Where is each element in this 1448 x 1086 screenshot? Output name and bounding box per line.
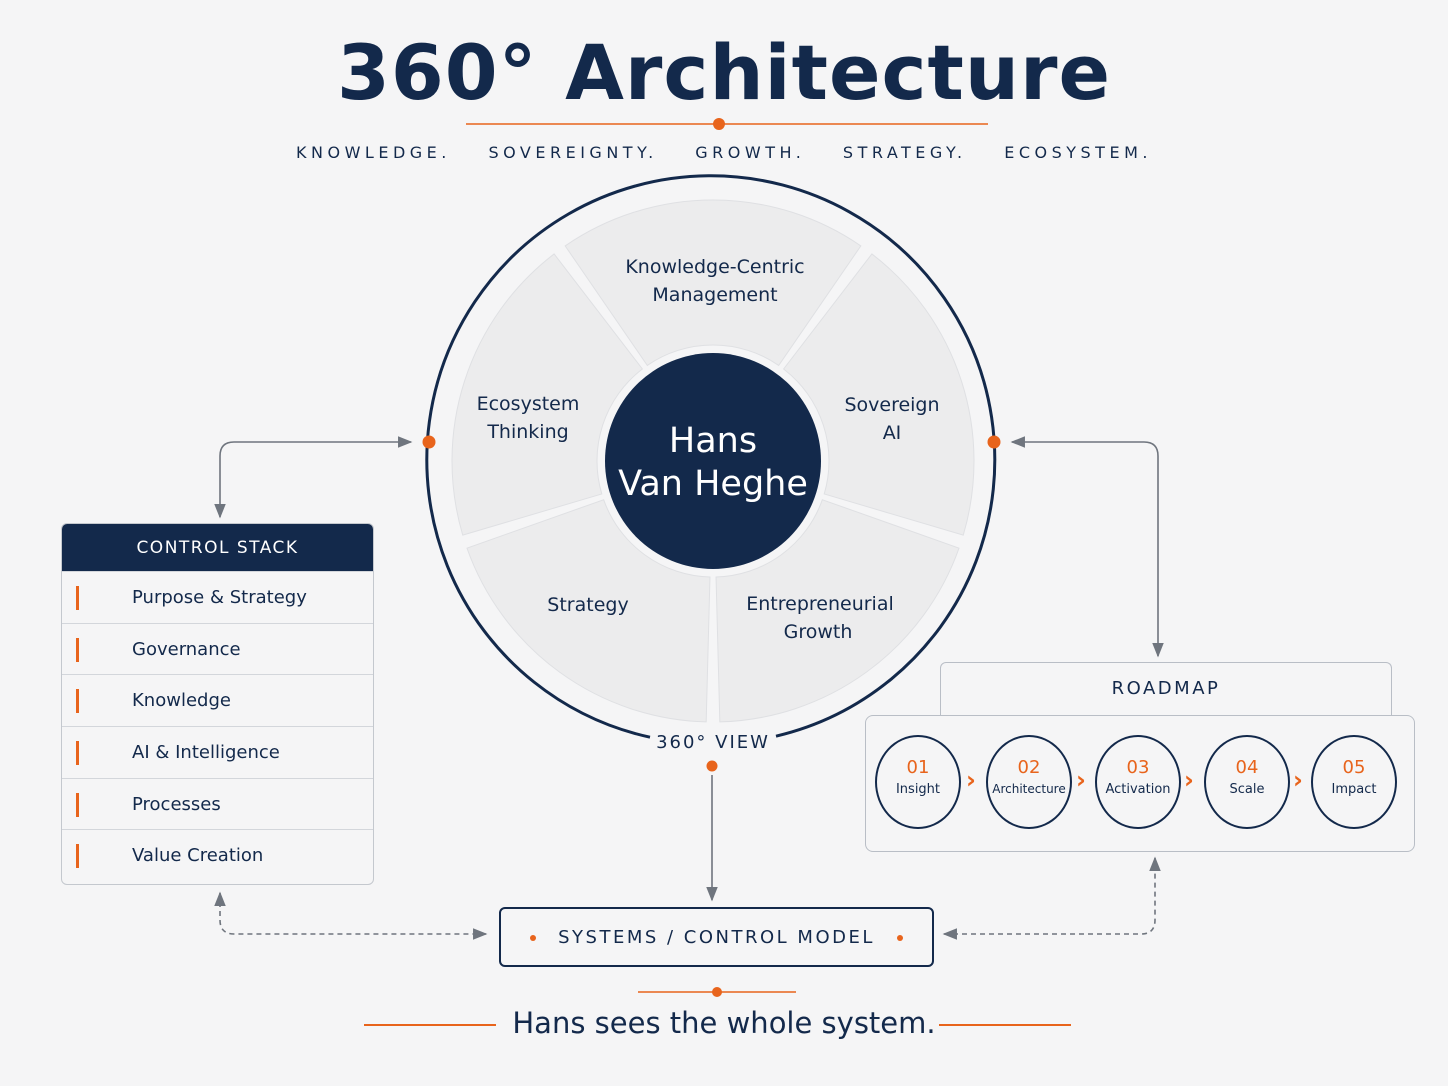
pillar-ecosystem: ECOSYSTEM.: [1004, 143, 1152, 162]
ring-dot-right: [987, 435, 1001, 449]
segment-label-strategy: Strategy: [547, 594, 628, 616]
connector-systems-to-roadmap: [942, 856, 1161, 940]
bullet-dot: [896, 935, 903, 941]
roadmap-panel: 01 Insight › 02 Architecture › 03 Activa…: [865, 715, 1415, 852]
chevron-right-icon: ›: [1076, 766, 1086, 794]
step-label: Architecture: [992, 782, 1066, 796]
control-stack-item-label: Purpose & Strategy: [132, 586, 307, 608]
control-stack-item: Value Creation: [62, 829, 373, 881]
wheel-segments: [451, 199, 975, 723]
control-stack-item: Processes: [62, 777, 373, 830]
step-label: Impact: [1331, 782, 1377, 797]
connector-control-stack-to-systems: [214, 891, 488, 940]
control-stack-item-label: Value Creation: [132, 845, 264, 867]
step-number: 03: [1126, 757, 1150, 778]
ring-dot-bottom: [706, 760, 718, 772]
roadmap-step-impact: 05 Impact: [1311, 735, 1397, 829]
pillar-sovereignty: SOVEREIGNTY.: [488, 143, 658, 162]
pillar-list: KNOWLEDGE. SOVEREIGNTY. GROWTH. STRATEGY…: [0, 143, 1448, 162]
connector-ring-to-control-stack: [214, 436, 413, 519]
step-label: Activation: [1105, 782, 1171, 797]
control-stack-item-label: AI & Intelligence: [132, 741, 280, 763]
wheel-segment-ecosystem: [451, 253, 644, 536]
tagline: Hans sees the whole system.: [512, 1006, 936, 1040]
pillar-growth: GROWTH.: [695, 143, 806, 162]
outer-ring: [425, 174, 997, 739]
bullet-dot: [530, 935, 537, 941]
control-stack-item: Knowledge: [62, 674, 373, 726]
chevron-right-icon: ›: [1184, 766, 1194, 794]
hub-name-last: Van Heghe: [618, 464, 808, 504]
step-label: Scale: [1229, 782, 1265, 797]
chevron-right-icon: ›: [1293, 766, 1303, 794]
segment-label-knowledge-2: Management: [652, 284, 777, 306]
item-marker: [76, 689, 79, 714]
pillar-knowledge: KNOWLEDGE.: [296, 143, 451, 162]
pillar-strategy: STRATEGY.: [842, 143, 967, 162]
hub-name-first: Hans: [669, 421, 757, 461]
segment-label-ecosystem-1: Ecosystem: [477, 393, 580, 415]
item-marker: [76, 637, 79, 662]
roadmap-step-architecture: 02 Architecture: [986, 735, 1072, 829]
roadmap-step-activation: 03 Activation: [1095, 735, 1181, 829]
control-stack-item: AI & Intelligence: [62, 726, 373, 778]
systems-control-model-label: SYSTEMS / CONTROL MODEL: [558, 927, 875, 948]
segment-label-ecosystem-2: Thinking: [486, 421, 568, 443]
wheel-segment-growth: [715, 499, 960, 723]
segment-label-growth-2: Growth: [784, 621, 853, 643]
title-underline-dot: [713, 118, 725, 130]
control-stack-item-label: Processes: [132, 793, 221, 815]
control-stack-item-label: Knowledge: [132, 690, 231, 712]
control-stack-panel: CONTROL STACK Purpose & Strategy Governa…: [61, 523, 374, 885]
control-stack-item-label: Governance: [132, 638, 241, 660]
segment-label-knowledge-1: Knowledge-Centric: [625, 256, 804, 278]
control-stack-item: Purpose & Strategy: [62, 571, 373, 623]
tagline-divider-dot: [712, 987, 722, 997]
hub-circle: [605, 353, 821, 569]
step-label: Insight: [895, 782, 941, 797]
step-number: 04: [1235, 757, 1259, 778]
segment-label-sovereign-1: Sovereign: [844, 394, 939, 416]
segment-label-sovereign-2: AI: [883, 422, 902, 444]
wheel-segment-sovereign-ai: [782, 253, 975, 536]
view-label: 360° VIEW: [656, 732, 770, 753]
chevron-right-icon: ›: [966, 766, 976, 794]
item-marker: [76, 586, 79, 610]
roadmap-step-insight: 01 Insight: [875, 735, 961, 829]
wheel-segment-knowledge: [564, 199, 862, 367]
step-number: 05: [1342, 757, 1366, 778]
roadmap-title: ROADMAP: [940, 662, 1392, 716]
control-stack-title: CONTROL STACK: [62, 524, 373, 571]
page-title: 360° Architecture: [337, 28, 1111, 117]
connector-ring-to-roadmap: [1010, 436, 1164, 658]
step-number: 01: [906, 757, 930, 778]
segment-label-growth-1: Entrepreneurial: [746, 593, 894, 615]
item-marker: [76, 844, 79, 869]
systems-control-model-box: SYSTEMS / CONTROL MODEL: [499, 907, 934, 967]
step-number: 02: [1017, 757, 1041, 778]
wheel-segment-strategy: [466, 499, 711, 723]
ring-dot-left: [422, 435, 436, 449]
control-stack-item: Governance: [62, 622, 373, 675]
item-marker: [76, 741, 79, 766]
item-marker: [76, 792, 79, 817]
roadmap-step-scale: 04 Scale: [1204, 735, 1290, 829]
